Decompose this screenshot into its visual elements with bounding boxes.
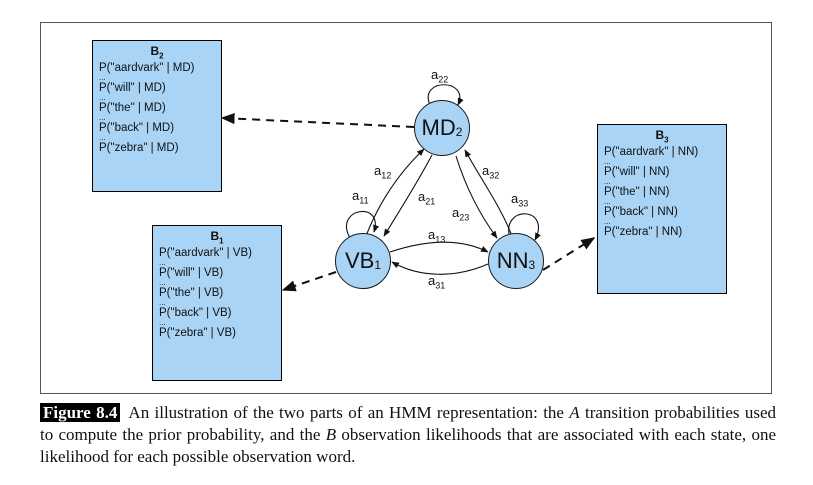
ellipsis: ... <box>604 157 611 167</box>
emission-link-vb <box>281 271 337 292</box>
transition-label-a31: a31 <box>428 273 446 291</box>
observation-prob: P("aardvark" | MD) <box>99 62 195 75</box>
ellipsis: ... <box>99 113 106 123</box>
edge-md-nn <box>455 155 498 239</box>
observation-prob: P("back" | MD) <box>99 122 175 135</box>
ellipsis: ... <box>159 298 166 308</box>
observation-box-title: B1 <box>210 229 224 246</box>
transition-label-a23: a23 <box>452 205 470 223</box>
ellipsis: ... <box>99 73 106 83</box>
observation-prob: P("zebra" | MD) <box>99 142 179 155</box>
caption-text: observation likelihoods that are associa… <box>40 425 776 466</box>
caption-italic-a: A <box>569 403 580 422</box>
observation-box-b2: B2 P("aardvark" | MD) ... P("will" | MD)… <box>92 40 222 192</box>
emission-link-md <box>220 112 415 128</box>
observation-prob: P("aardvark" | NN) <box>604 146 699 159</box>
observation-prob: P("zebra" | VB) <box>159 327 236 340</box>
ellipsis: ... <box>159 258 166 268</box>
emission-link-nn <box>542 237 596 271</box>
observation-prob: P("the" | NN) <box>604 186 670 199</box>
transition-label-a33: a33 <box>511 191 529 209</box>
observation-prob: P("zebra" | NN) <box>604 226 683 239</box>
caption-italic-b: B <box>325 425 337 444</box>
transition-label-a12: a12 <box>374 163 392 181</box>
observation-prob: P("the" | MD) <box>99 102 166 115</box>
figure-caption: Figure 8.4 An illustration of the two par… <box>40 402 776 468</box>
transition-label-a22: a22 <box>431 67 449 85</box>
self-loop-md <box>427 84 464 106</box>
observation-prob: P("back" | NN) <box>604 206 678 219</box>
figure-label: Figure 8.4 <box>40 403 121 422</box>
caption-text: An illustration of the two parts of an H… <box>128 403 570 422</box>
observation-prob: P("will" | NN) <box>604 166 670 179</box>
ellipsis: ... <box>99 93 106 103</box>
observation-prob: P("will" | VB) <box>159 267 224 280</box>
observation-box-b3: B3 P("aardvark" | NN) ... P("will" | NN)… <box>597 124 727 294</box>
transition-label-a32: a32 <box>482 163 500 181</box>
observation-box-b1: B1 P("aardvark" | VB) ... P("will" | VB)… <box>152 225 282 381</box>
observation-prob: P("the" | VB) <box>159 287 224 300</box>
observation-prob: P("aardvark" | VB) <box>159 247 252 260</box>
edge-vb-md <box>365 148 425 237</box>
ellipsis: ... <box>604 177 611 187</box>
transition-label-a11: a11 <box>352 188 369 206</box>
ellipsis: ... <box>159 278 166 288</box>
observation-prob: P("back" | VB) <box>159 307 232 320</box>
edge-md-vb <box>383 154 433 237</box>
transition-label-a13: a13 <box>428 227 446 245</box>
edge-nn-vb <box>391 261 489 275</box>
ellipsis: ... <box>604 197 611 207</box>
edge-vb-nn <box>389 241 489 253</box>
ellipsis: ... <box>159 318 166 328</box>
transition-label-a21: a21 <box>418 189 436 207</box>
observation-box-title: B3 <box>655 128 669 145</box>
ellipsis: ... <box>99 133 106 143</box>
self-loop-vb <box>346 210 379 239</box>
observation-box-title: B2 <box>150 44 164 61</box>
observation-prob: P("will" | MD) <box>99 82 166 95</box>
ellipsis: ... <box>604 217 611 227</box>
caption-text: transition probabilities used to compute… <box>40 403 776 444</box>
edge-nn-md <box>464 149 513 237</box>
